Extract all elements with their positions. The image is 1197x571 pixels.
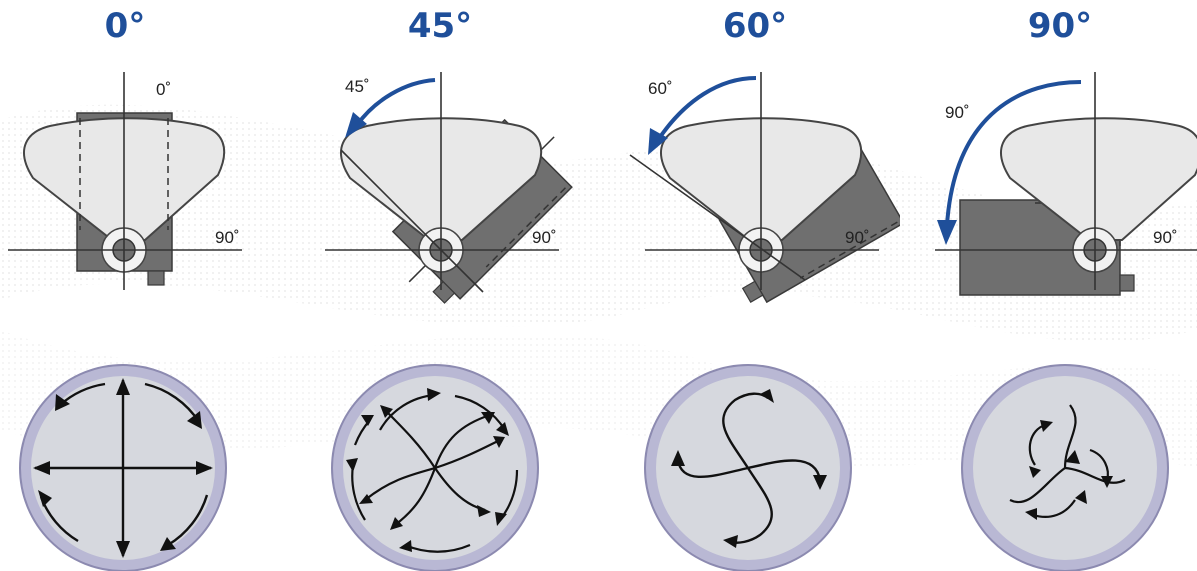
tilt-label: 0˚ — [156, 80, 171, 99]
rotor-dish-90 — [961, 364, 1169, 571]
rotation-arrow — [656, 76, 757, 142]
rotation-arrow — [355, 78, 436, 127]
panel-60-degrees: 60° 60˚ 90˚ — [610, 0, 900, 571]
rotor-dish-0 — [19, 364, 227, 571]
tilt-diagram-45: 45˚ 90˚ — [325, 72, 573, 571]
panel-45-degrees: 45° 45˚ 90˚ — [295, 0, 585, 571]
tilt-diagram-90: 90˚ 90˚ — [935, 72, 1197, 571]
tilt-label: 60˚ — [648, 79, 673, 98]
rotor-dish-60 — [644, 364, 852, 571]
heading-90-degrees: 90° — [1027, 6, 1093, 46]
heading-0-degrees: 0° — [104, 6, 146, 46]
tilt-diagram-60: 60˚ 90˚ — [629, 72, 900, 571]
axis-label-90: 90˚ — [845, 228, 870, 247]
tilt-label: 45˚ — [345, 77, 370, 96]
tilted-axis — [629, 154, 806, 281]
axis-label-90: 90˚ — [532, 228, 557, 247]
tilted-axis — [340, 149, 484, 293]
connector — [147, 270, 165, 286]
rotation-arrow — [945, 80, 1082, 226]
rotor-dish-45 — [331, 364, 539, 571]
tilt-label: 90˚ — [945, 103, 970, 122]
panel-90-degrees: 90° 90˚ 90˚ — [915, 0, 1197, 571]
field-of-view — [1000, 117, 1197, 241]
heading-60-degrees: 60° — [722, 6, 788, 46]
tilt-diagram-0: 0˚ 90˚ — [8, 72, 242, 571]
heading-45-degrees: 45° — [407, 6, 473, 46]
axis-label-90: 90˚ — [1153, 228, 1178, 247]
axis-label-90: 90˚ — [215, 228, 240, 247]
panel-0-degrees: 0° 0˚ 90˚ — [0, 0, 270, 571]
